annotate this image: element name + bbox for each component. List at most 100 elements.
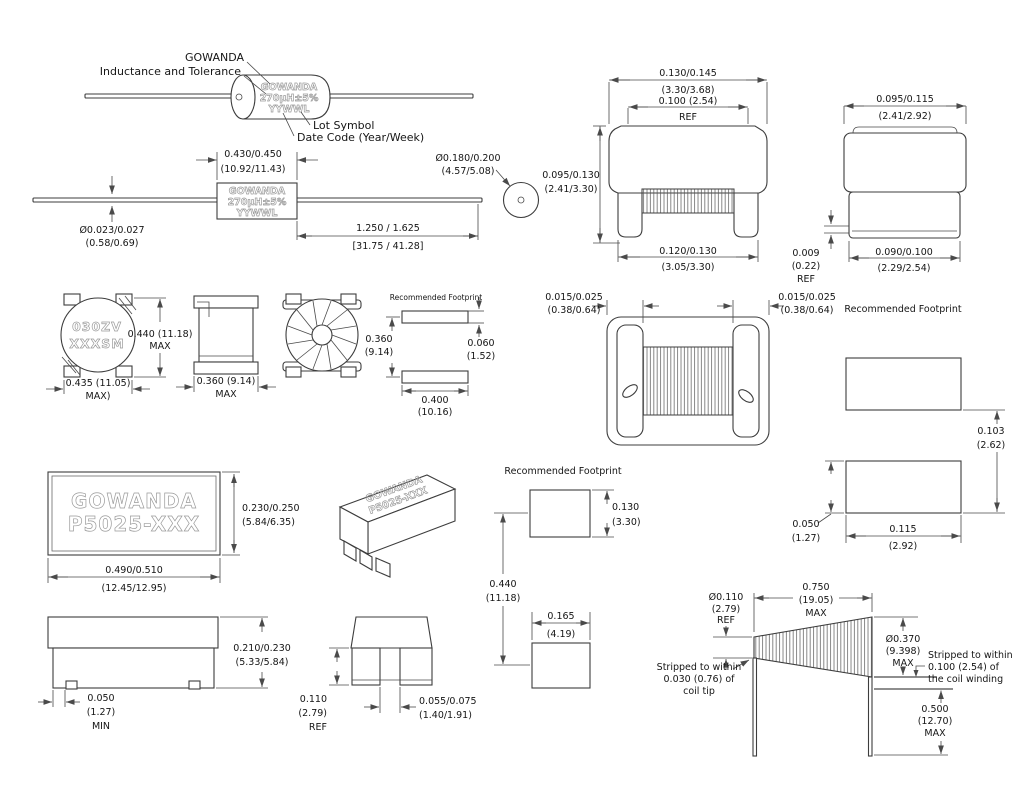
- p5025-top-view: GOWANDA P5025-XXX 0.230/0.250 (5.84/6.35…: [47, 471, 300, 594]
- toroid-top-view: 030ZV XXXSM 0.440 (11.18) MAX 0.435 (11.…: [46, 293, 192, 402]
- note-tip-1: Stripped to within: [657, 662, 742, 673]
- dim-lead-max: MAX: [924, 728, 946, 739]
- callout-lot-symbol: Lot Symbol: [313, 119, 374, 132]
- dim-height-in: 0.230/0.250: [242, 503, 300, 514]
- inductor-end-cap: [230, 74, 256, 120]
- dim-base-in: 0.120/0.130: [659, 246, 717, 257]
- dim-body-dia-in: Ø0.180/0.200: [435, 153, 500, 164]
- pad-bottom: [845, 460, 962, 514]
- body-marking-value: 270µH±5%: [228, 197, 287, 208]
- top-lip: [852, 126, 958, 141]
- package-lid: [47, 616, 219, 649]
- package-marking-brand: GOWANDA: [71, 489, 197, 513]
- dim-pad-h-mm: (1.52): [467, 351, 496, 362]
- note-winding-2: 0.100 (2.54) of: [928, 662, 1000, 673]
- note-winding-3: the coil winding: [928, 674, 1003, 685]
- terminal-left: [351, 647, 381, 686]
- toroid-side-view: 0.360 (9.14) MAX: [176, 295, 276, 400]
- pad-bottom: [401, 370, 469, 384]
- dim-lip-in: 0.009: [792, 248, 819, 259]
- dim-slot-mm: (1.40/1.91): [419, 710, 472, 721]
- dim-lead-dia-mm: (0.58/0.69): [86, 238, 139, 249]
- dim-width: 0.435 (11.05): [66, 378, 131, 389]
- lead-entry: [235, 93, 243, 101]
- dim-foot-min: MIN: [92, 721, 110, 732]
- dim-pad-h-in: 0.050: [792, 519, 819, 530]
- toroid-marking-2: XXXSM: [69, 336, 124, 351]
- p5025-footprint: Recommended Footprint 0.130 (3.30) 0.440…: [486, 466, 641, 689]
- dim-lead-length-mm: [31.75 / 41.28]: [352, 241, 423, 252]
- dim-width-in: 0.095/0.115: [876, 94, 934, 105]
- body-marking-datecode: YYWWL: [268, 104, 310, 115]
- wire-tab-left: [622, 384, 638, 398]
- dim-big-end-in: Ø0.370: [886, 634, 921, 645]
- pad-top: [401, 310, 469, 324]
- package-foot-2: [359, 549, 373, 571]
- dim-height-in: 0.095/0.130: [542, 170, 600, 181]
- toroid-marking-1: 030ZV: [72, 319, 122, 334]
- dim-height-mm: (2.41/3.30): [545, 184, 598, 195]
- dim-body-dia-mm: (4.57/5.08): [442, 166, 495, 177]
- dim-lead-length-in: 1.250 / 1.625: [356, 223, 420, 234]
- lead-wire-right: [326, 93, 474, 99]
- dim-slot-in: 0.055/0.075: [419, 696, 477, 707]
- dim-pin-pitch-ref: REF: [679, 112, 697, 123]
- package-foot-1: [343, 540, 357, 562]
- dim-pad-w-mm: (4.19): [547, 629, 576, 640]
- pad-top: [845, 357, 962, 411]
- lead-wire-left: [84, 93, 238, 99]
- lower-body: [848, 191, 961, 239]
- radial-winding: [287, 300, 357, 370]
- dim-pad-h-in: 0.060: [467, 338, 494, 349]
- dim-depth-max: MAX: [215, 389, 237, 400]
- dim-span-mm: (11.18): [486, 593, 521, 604]
- dim-pad-w-in: 0.115: [889, 524, 916, 535]
- dim-gap-in: 0.103: [977, 426, 1004, 437]
- package-end-top: [350, 616, 433, 649]
- coil-lead-right: [867, 676, 873, 757]
- dim-lead-dia-in: Ø0.023/0.027: [79, 225, 144, 236]
- conical-coil-view: 0.750 (19.05) MAX Ø0.110 (2.79) REF Stri…: [657, 582, 1013, 757]
- dim-width-mm: (12.45/12.95): [101, 583, 166, 594]
- dim-height-mm: (5.33/5.84): [236, 657, 289, 668]
- package-foot-3: [375, 557, 391, 578]
- dim-pin-pitch: 0.100 (2.54): [659, 96, 718, 107]
- bobbin-leg-right: [733, 192, 759, 238]
- body-marking-value: 270µH±5%: [260, 93, 319, 104]
- footprint-title: Recommended Footprint: [844, 304, 961, 315]
- dim-tip-ref: REF: [717, 615, 735, 626]
- foot-notch-right: [188, 680, 201, 690]
- dim-pad-w-mm: (10.16): [418, 407, 453, 418]
- smd-bobbin-front-view: 0.130/0.145 (3.30/3.68) 0.100 (2.54) REF…: [542, 68, 768, 273]
- dim-big-end-mm: (9.398): [886, 646, 921, 657]
- package-outline: [47, 471, 221, 556]
- footprint-title: Recommended Footprint: [390, 293, 483, 302]
- winding: [641, 188, 735, 214]
- end-view-body: [502, 181, 540, 219]
- toroid-body: [60, 297, 136, 373]
- dim-height-mm: (5.84/6.35): [242, 517, 295, 528]
- bobbin-footprint: Recommended Footprint 0.103 (2.62) 0.115…: [792, 304, 1006, 552]
- dim-wall-mm: (2.79): [298, 708, 327, 719]
- dim-gap-mm: (2.62): [977, 440, 1006, 451]
- dim-lead-mm: (12.70): [918, 716, 953, 727]
- body-marking-brand: GOWANDA: [229, 186, 286, 197]
- wound-bobbin-top-view: 0.015/0.025 (0.38/0.64) 0.015/0.025 (0.3…: [545, 292, 836, 446]
- dim-depth: 0.360 (9.14): [197, 376, 256, 387]
- p5025-end-view: 0.110 (2.79) REF 0.055/0.075 (1.40/1.91): [298, 616, 477, 733]
- dim-tip-mm: (2.79): [712, 604, 741, 615]
- note-winding-1: Stripped to within: [928, 650, 1013, 661]
- dim-gap-mm: (9.14): [365, 347, 394, 358]
- toroid-footprint: Recommended Footprint 0.360 (9.14) 0.060…: [365, 293, 496, 418]
- dim-foot-mm: (1.27): [87, 707, 116, 718]
- dim-pad-h-mm: (1.27): [792, 533, 821, 544]
- foot-notch-left: [65, 680, 78, 690]
- package-marking-part: P5025-XXX: [68, 512, 200, 536]
- dim-base-mm: (3.05/3.30): [662, 262, 715, 273]
- dim-wall-left-in: 0.015/0.025: [545, 292, 603, 303]
- dim-width-in: 0.490/0.510: [105, 565, 163, 576]
- dim-length-mm: (19.05): [799, 595, 834, 606]
- dim-lip-mm: (0.22): [792, 261, 821, 272]
- body-marking-brand: GOWANDA: [261, 82, 318, 93]
